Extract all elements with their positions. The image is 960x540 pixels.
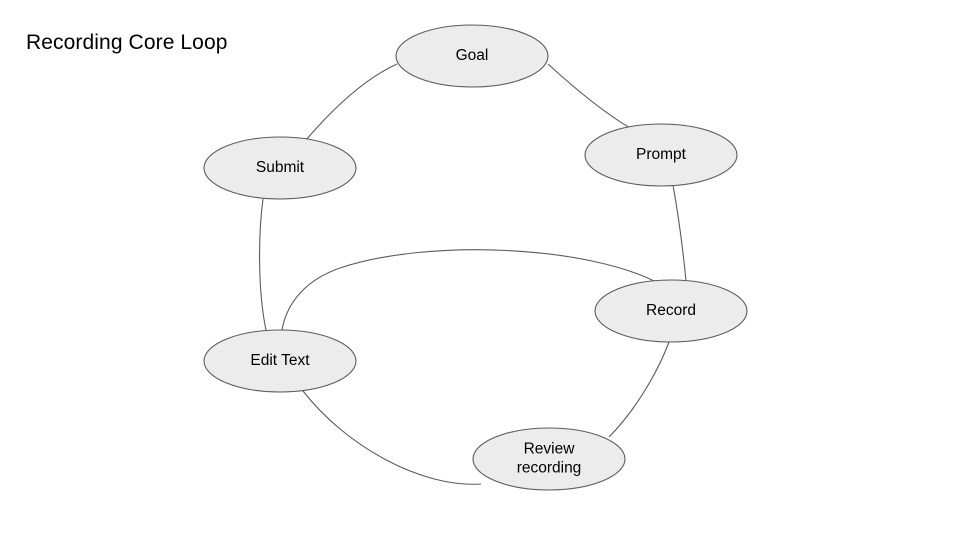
node-record-shape[interactable]: [594, 279, 748, 343]
node-prompt-label: Prompt: [636, 146, 687, 163]
node-submit[interactable]: Submit: [203, 136, 357, 200]
edge-goal-to-prompt: [547, 63, 631, 129]
node-record-label: Record: [646, 302, 696, 319]
node-goal[interactable]: Goal: [395, 24, 549, 88]
edge-submit-to-goal: [305, 63, 398, 141]
page-title: Recording Core Loop: [26, 31, 228, 54]
node-review-recording-shape[interactable]: [472, 427, 626, 491]
edge-record-to-edit-text: [281, 249, 661, 331]
node-goal-shape[interactable]: [395, 24, 549, 88]
edges-layer: [259, 63, 687, 485]
node-edit-text-label: Edit Text: [250, 352, 310, 369]
edge-prompt-to-record: [672, 184, 687, 282]
node-submit-shape[interactable]: [203, 136, 357, 200]
node-prompt[interactable]: Prompt: [584, 123, 738, 187]
edge-record-to-review-recording: [608, 341, 670, 438]
node-record[interactable]: Record: [594, 279, 748, 343]
edge-edit-text-to-submit: [259, 198, 267, 331]
edge-review-recording-to-edit-text: [302, 390, 482, 485]
node-edit-text-shape[interactable]: [203, 329, 357, 393]
node-prompt-shape[interactable]: [584, 123, 738, 187]
node-goal-label: Goal: [456, 47, 489, 64]
node-edit-text[interactable]: Edit Text: [203, 329, 357, 393]
node-submit-label: Submit: [256, 159, 305, 176]
